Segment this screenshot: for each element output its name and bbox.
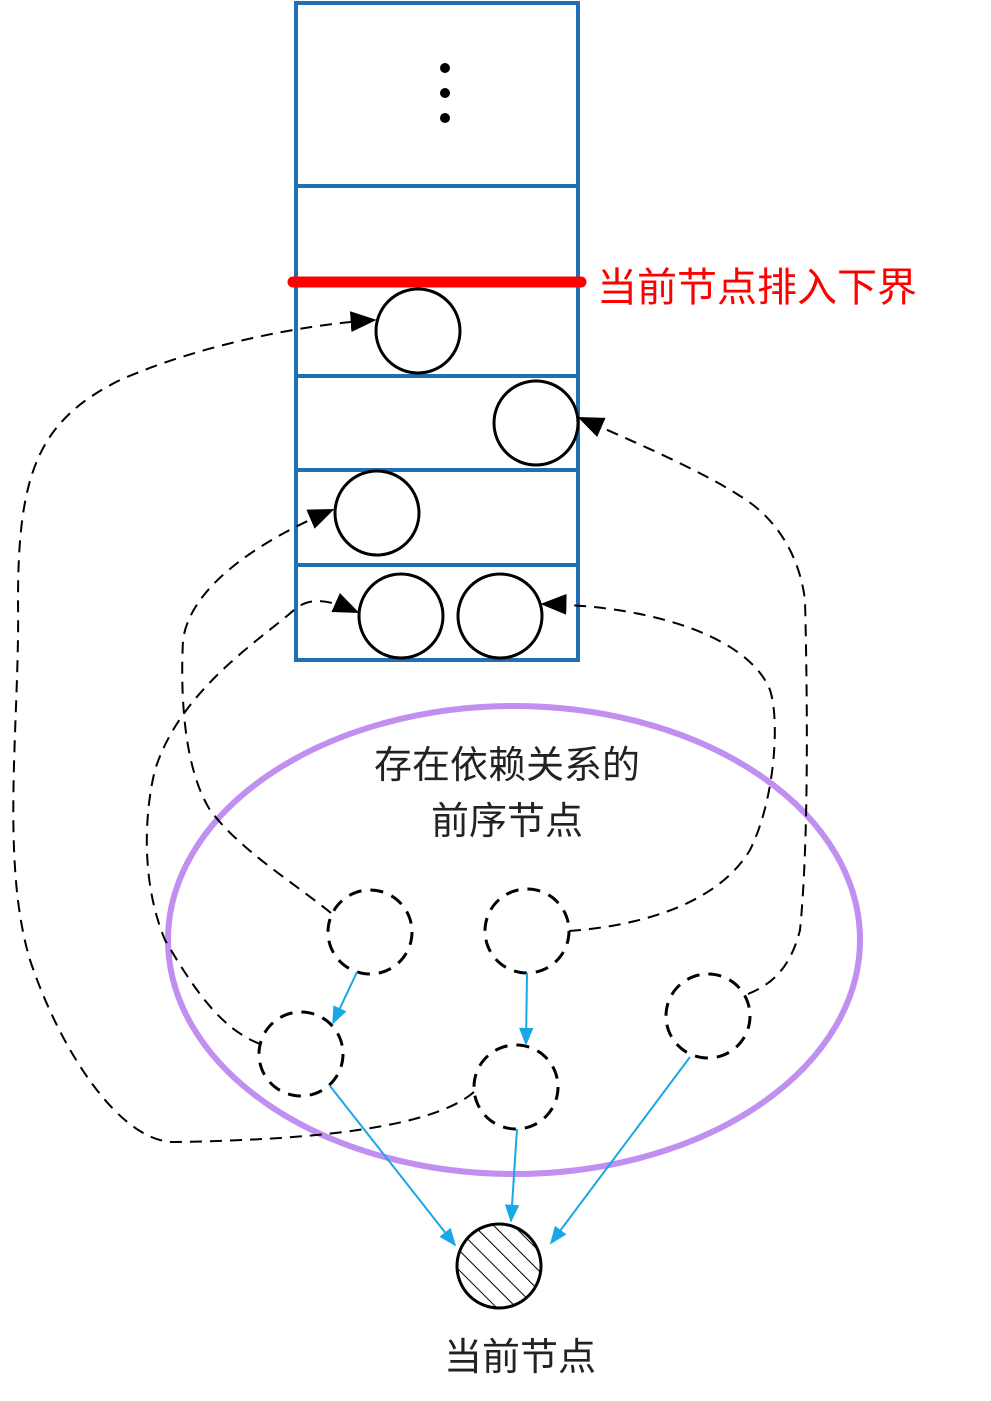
scheduled-node: [374, 287, 462, 375]
current-node: [455, 1222, 543, 1310]
predecessors-label-line1: 存在依赖关系的: [374, 743, 640, 787]
dependency-arrows: [329, 971, 691, 1247]
schedule-link: [577, 416, 808, 995]
schedule-link: [145, 592, 360, 1045]
schedule-link: [540, 594, 776, 932]
current-node-label: 当前节点: [444, 1335, 596, 1379]
scheduled-node: [357, 572, 445, 660]
dependency-arrow: [549, 1056, 691, 1245]
scheduled-nodes: [333, 287, 580, 660]
dependency-arrow: [332, 971, 358, 1025]
lower-bound-label: 当前节点排入下界: [597, 265, 917, 311]
predecessor-node: [483, 887, 571, 975]
schedule-slot-column: [294, 1, 580, 662]
dependency-arrow: [329, 1085, 457, 1247]
hatched-circle-icon: [455, 1222, 543, 1310]
schedule-links: [12, 311, 808, 1144]
predecessor-nodes: [257, 887, 752, 1131]
scheduled-node: [456, 572, 544, 660]
predecessor-node: [664, 972, 752, 1060]
schedule-link: [12, 311, 475, 1144]
schedule-link: [181, 508, 335, 914]
predecessor-node: [326, 888, 414, 976]
predecessor-node: [472, 1043, 560, 1131]
predecessor-node: [257, 1010, 345, 1098]
predecessors-label-line2: 前序节点: [431, 799, 583, 843]
slot-column-border: [294, 1, 580, 662]
scheduled-node: [492, 379, 580, 467]
vertical-ellipsis-icon: [440, 63, 450, 123]
scheduled-node: [333, 469, 421, 557]
dependency-arrow: [504, 1128, 520, 1223]
dependency-arrow: [519, 972, 534, 1046]
